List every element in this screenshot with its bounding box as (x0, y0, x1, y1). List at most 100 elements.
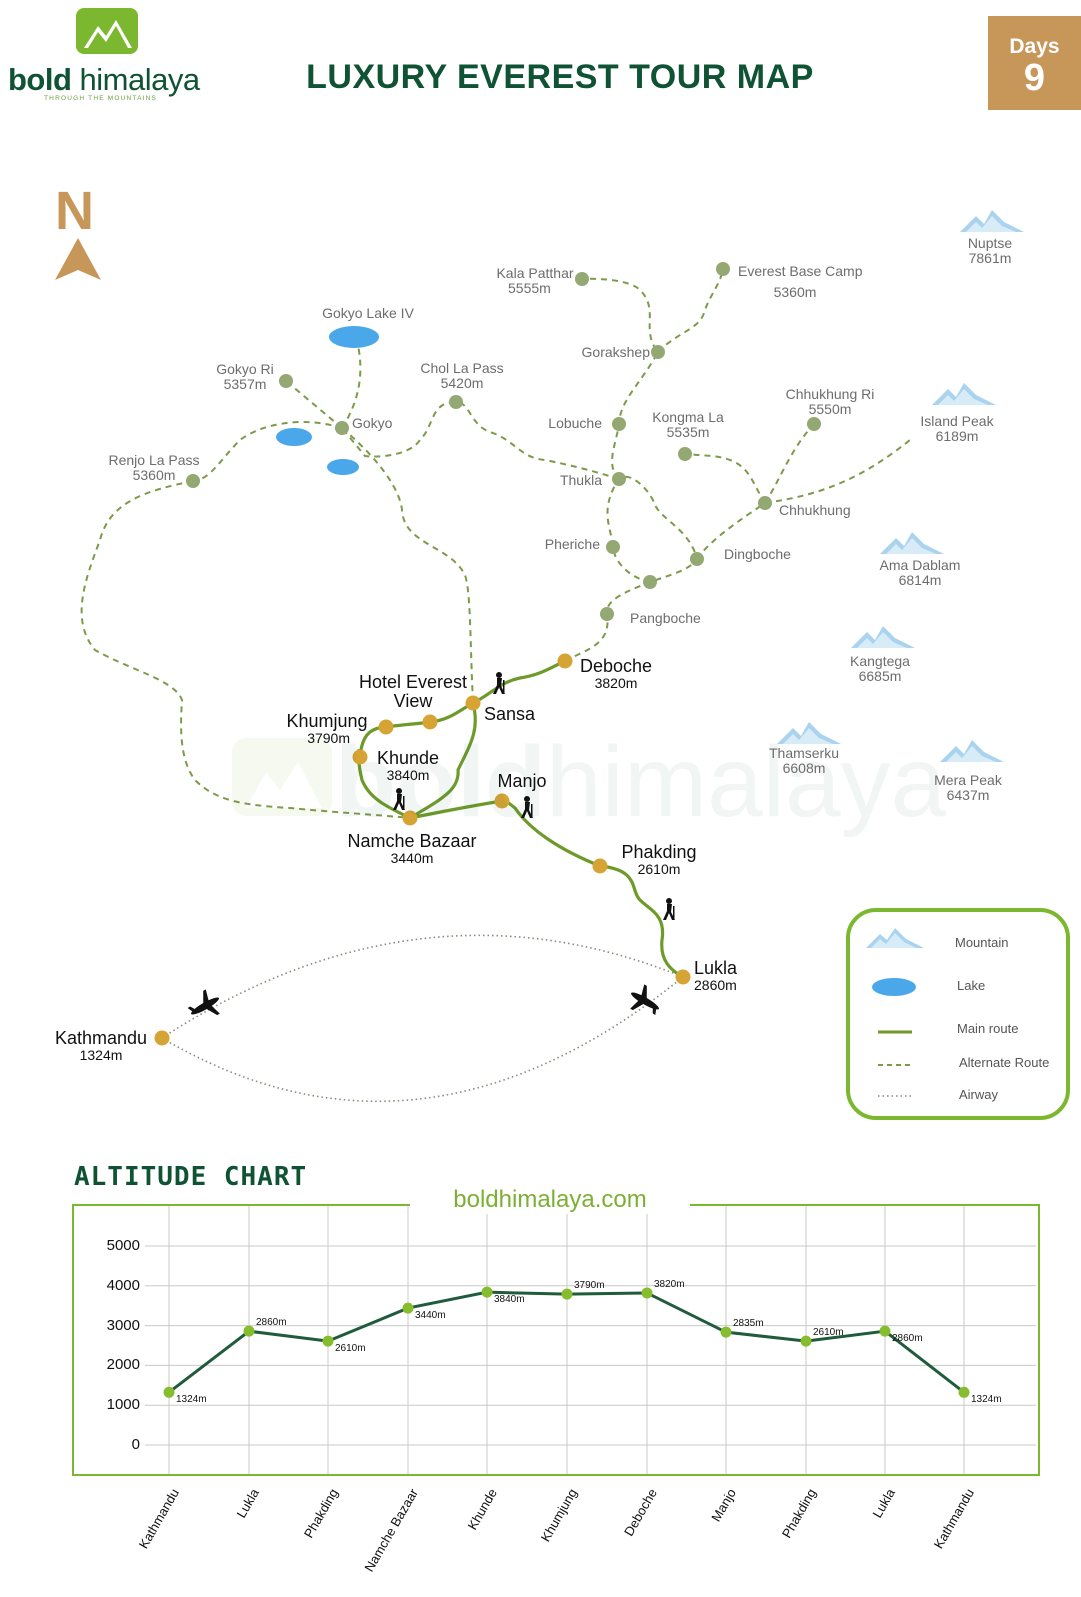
legend-lake-icon (872, 978, 916, 996)
x-tick-label: Khumjung (537, 1486, 580, 1545)
chart-grid (145, 1206, 1036, 1474)
x-tick-label: Kathmandu (930, 1486, 977, 1552)
place-gorakshep: Gorakshep (581, 344, 650, 360)
watermark-text: boldhimalaya (335, 726, 947, 838)
mountain-icon (932, 383, 996, 405)
mountain-icon (777, 722, 841, 744)
altitude-point (958, 1386, 970, 1398)
altitude-point (322, 1335, 334, 1347)
lake-gokyo-iv (329, 326, 379, 348)
altitude-point (163, 1386, 175, 1398)
place-thukla: Thukla (559, 472, 602, 488)
chart-frame (72, 1204, 1040, 1476)
compass-letter: N (55, 181, 94, 241)
mountain-icon (880, 532, 944, 554)
altitude-data-label: 3820m (654, 1278, 685, 1290)
x-tick-label: Phakding (300, 1486, 341, 1541)
chart-title: ALTITUDE CHART (74, 1162, 308, 1192)
y-tick-label: 4000 (106, 1276, 140, 1294)
y-tick-label: 2000 (106, 1356, 140, 1374)
legend-alternate-route-label: Alternate Route (959, 1055, 1050, 1070)
altitude-data-label: 2610m (813, 1327, 844, 1339)
logo (8, 8, 208, 108)
place-chhukhung: Chhukhung (779, 502, 851, 518)
altitude-data-label: 1324m (176, 1394, 207, 1406)
altitude-points (163, 1286, 970, 1398)
airplane-icon (187, 989, 220, 1016)
altitude-data-label: 2860m (892, 1333, 923, 1345)
days-badge: Days 9 (988, 16, 1081, 110)
hiker-icon (393, 788, 405, 810)
altitude-data-label: 1324m (971, 1394, 1002, 1406)
x-tick-label: Lukla (869, 1486, 898, 1521)
page-title: LUXURY EVEREST TOUR MAP (306, 58, 814, 96)
altitude-data-label: 3440m (415, 1310, 446, 1322)
legend-mountain-label: Mountain (955, 935, 1009, 950)
north-arrow-icon (55, 238, 101, 280)
altitude-data-label: 3790m (574, 1280, 605, 1292)
main-nodes (154, 653, 691, 1046)
legend-airway-label: Airway (959, 1087, 999, 1102)
logo-tagline: THROUGH THE MOUNTAINS (44, 95, 158, 102)
place-pangboche: Pangboche (630, 610, 701, 626)
legend-mountain-icon (866, 928, 924, 948)
legend-main-route-label: Main route (957, 1021, 1019, 1036)
site-url: boldhimalaya.com (410, 1186, 690, 1214)
place-lobuche: Lobuche (548, 415, 602, 431)
altitude-data-label: 3840m (494, 1294, 525, 1306)
days-label: Days (1009, 35, 1060, 58)
x-tick-label: Lukla (233, 1486, 262, 1521)
airplane-icon (630, 984, 659, 1016)
altitude-data-label: 2835m (733, 1318, 764, 1330)
y-tick-label: 3000 (106, 1316, 140, 1334)
altitude-chart (72, 1204, 1040, 1476)
hiker-icon (663, 898, 675, 920)
y-tick-label: 5000 (106, 1237, 140, 1254)
watermark (232, 738, 332, 816)
altitude-point (720, 1326, 732, 1338)
altitude-point (481, 1286, 493, 1298)
place-pheriche: Pheriche (544, 536, 600, 552)
logo-text: bold himalaya (8, 62, 200, 97)
airway-south (161, 976, 684, 1102)
place-sansa: Sansa (484, 704, 536, 724)
x-tick-label: Namche Bazaar (361, 1486, 421, 1575)
x-tick-label: Manjo (708, 1486, 739, 1525)
mountain-icon (940, 740, 1004, 762)
x-tick-label: Deboche (620, 1486, 660, 1539)
mountain-icon (851, 626, 915, 648)
airplane-icons (187, 984, 659, 1016)
altitude-point (243, 1325, 255, 1337)
altitude-point (561, 1288, 573, 1300)
alternate-routes (80, 268, 911, 819)
altitude-data-label: 2860m (256, 1317, 287, 1329)
altitude-data-label: 2610m (335, 1343, 366, 1355)
altitude-point (800, 1335, 812, 1347)
route-map (80, 210, 1070, 1120)
y-tick-label: 0 (131, 1436, 140, 1453)
airway-north (161, 934, 684, 1039)
altitude-point (402, 1302, 414, 1314)
alternate-nodes (186, 262, 821, 621)
hiker-icon (493, 672, 505, 694)
altitude-point (641, 1287, 653, 1299)
mountain-icon (960, 210, 1024, 232)
lake-2 (276, 428, 312, 446)
place-gokyo: Gokyo (352, 415, 393, 431)
logo-mountain-icon (76, 8, 138, 54)
